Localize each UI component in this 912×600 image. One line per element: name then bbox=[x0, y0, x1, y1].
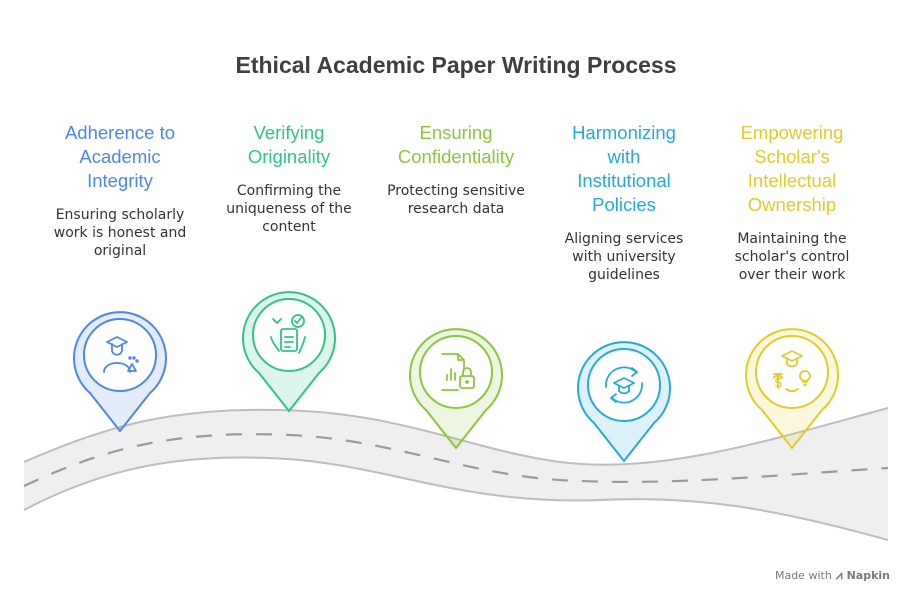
step-title-line: Confidentiality bbox=[397, 146, 515, 167]
step-title-line: Institutional bbox=[577, 170, 671, 191]
step-title-line: Adherence to bbox=[64, 122, 176, 143]
step-pin-1 bbox=[73, 311, 167, 433]
step-pin-4 bbox=[577, 341, 671, 463]
step-title-line: Empowering bbox=[740, 122, 844, 143]
step-description-line: original bbox=[93, 243, 147, 259]
pin-inner-circle bbox=[755, 335, 829, 409]
step-description-line: guidelines bbox=[588, 267, 660, 283]
step-title-line: Originality bbox=[247, 146, 331, 167]
step-description-3: Protecting sensitive research data bbox=[376, 182, 536, 218]
step-description-1: Ensuring scholarly work is honest and orig… bbox=[40, 206, 200, 260]
step-title-line: Policies bbox=[592, 194, 656, 215]
diagram-title: Ethical Academic Paper Writing Process bbox=[235, 52, 677, 78]
pin-inner-circle bbox=[83, 318, 157, 392]
graduate-icon bbox=[103, 336, 139, 373]
step-description-line: scholar's control bbox=[734, 249, 850, 265]
step-description-4: Aligning services with university guidelin… bbox=[544, 230, 704, 284]
step-description-line: over their work bbox=[738, 267, 846, 283]
document-check-icon bbox=[270, 314, 306, 354]
step-description-line: with university bbox=[572, 249, 676, 265]
step-description-line: Aligning services bbox=[564, 231, 684, 247]
svg-text:$: $ bbox=[774, 375, 783, 391]
step-description-line: Protecting sensitive bbox=[387, 183, 525, 199]
road-center-line bbox=[23, 433, 889, 487]
attribution-brand: Napkin bbox=[846, 569, 890, 582]
scholar-ideas-icon: $ bbox=[773, 350, 811, 393]
attribution-prefix: Made with bbox=[774, 569, 832, 582]
step-description-line: Confirming the bbox=[236, 183, 342, 199]
step-title-line: Scholar's bbox=[754, 146, 830, 167]
step-description-line: Ensuring scholarly bbox=[55, 207, 185, 223]
step-description-line: work is honest and bbox=[53, 225, 187, 241]
step-title-line: Integrity bbox=[87, 170, 153, 191]
step-pin-5 bbox=[745, 328, 839, 450]
step-description-line: Maintaining the bbox=[737, 231, 847, 247]
step-title-line: with bbox=[607, 146, 641, 167]
graduation-cycle-icon bbox=[605, 366, 643, 404]
pin-inner-circle bbox=[252, 298, 326, 372]
napkin-logo-icon: ⩘ bbox=[835, 568, 843, 582]
road-surface bbox=[24, 408, 888, 540]
step-pin-3 bbox=[409, 328, 503, 450]
step-description-5: Maintaining the scholar's control over the… bbox=[712, 230, 872, 284]
step-description-line: uniqueness of the bbox=[226, 201, 352, 217]
step-description-line: content bbox=[262, 219, 316, 235]
step-title-line: Ensuring bbox=[419, 122, 493, 143]
step-title-line: Intellectual bbox=[747, 170, 837, 191]
step-title-line: Ownership bbox=[747, 194, 837, 215]
step-description-2: Confirming the uniqueness of the content bbox=[209, 182, 369, 236]
attribution: Made with ⩘ Napkin bbox=[775, 568, 890, 583]
step-title-line: Academic bbox=[79, 146, 161, 167]
step-title-line: Harmonizing bbox=[572, 122, 676, 143]
locked-data-icon bbox=[441, 353, 475, 391]
step-description-line: research data bbox=[407, 201, 505, 217]
pin-inner-circle bbox=[419, 335, 493, 409]
pin-inner-circle bbox=[587, 348, 661, 422]
step-title-line: Verifying bbox=[253, 122, 325, 143]
road-edge-bottom bbox=[23, 456, 889, 541]
